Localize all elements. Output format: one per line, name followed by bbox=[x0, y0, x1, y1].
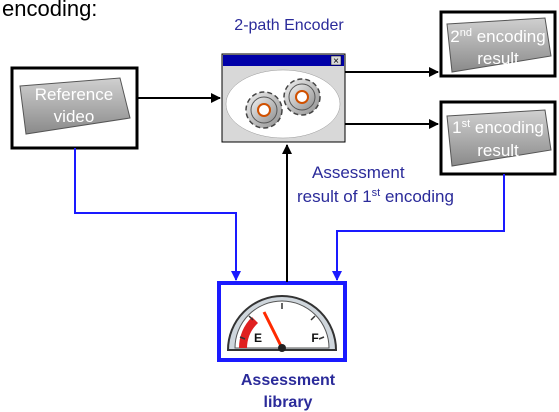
first-line1-rest: encoding bbox=[470, 118, 544, 137]
assessment-line2-post: encoding bbox=[380, 187, 454, 206]
first-ordinal-num: 1 bbox=[452, 118, 461, 137]
first-result-line1: 1st encoding bbox=[452, 118, 544, 137]
cassette-icon bbox=[446, 109, 552, 167]
gauge-icon bbox=[226, 295, 338, 352]
encoder-titlebar bbox=[223, 55, 344, 66]
cassette-icon bbox=[19, 77, 131, 135]
first-ordinal-sup: st bbox=[462, 118, 471, 130]
reference-video-box: Reference video bbox=[10, 66, 139, 150]
first-result-line2: result bbox=[477, 141, 519, 160]
gauge-right-label: F bbox=[311, 331, 318, 345]
assessment-line2-pre: result of 1 bbox=[297, 187, 372, 206]
library-label-line1: Assessment bbox=[241, 372, 336, 389]
library-label-line2: library bbox=[264, 394, 313, 411]
reference-line2: video bbox=[54, 107, 95, 126]
header-partial-text: encoding: bbox=[2, 0, 97, 21]
second-ordinal-num: 2 bbox=[450, 27, 459, 46]
close-glyph: × bbox=[333, 56, 339, 67]
encoder-window: × bbox=[221, 53, 346, 143]
arrow-first-to-library bbox=[332, 174, 505, 281]
assessment-line2-sup: st bbox=[372, 187, 381, 199]
second-ordinal-sup: nd bbox=[460, 27, 472, 39]
second-result-line1: 2nd encoding bbox=[450, 27, 545, 46]
close-icon bbox=[330, 55, 342, 66]
arrow-reference-to-library bbox=[74, 148, 241, 281]
assessment-result-line1: Assessment bbox=[312, 163, 405, 182]
second-line1-rest: encoding bbox=[472, 27, 546, 46]
second-result-box: 2nd encoding result bbox=[439, 10, 557, 78]
gear-icon-2 bbox=[283, 78, 321, 116]
gear-icon bbox=[245, 91, 283, 129]
reference-line1: Reference bbox=[35, 85, 113, 104]
gauge-left-label: E bbox=[254, 331, 262, 345]
encoder-title: 2-path Encoder bbox=[234, 17, 344, 34]
assessment-result-line2: result of 1st encoding bbox=[297, 187, 454, 206]
second-result-line2: result bbox=[477, 49, 519, 68]
assessment-library-box: E F bbox=[217, 281, 347, 362]
first-result-box: 1st encoding result bbox=[439, 100, 557, 176]
cassette-icon bbox=[446, 17, 552, 73]
